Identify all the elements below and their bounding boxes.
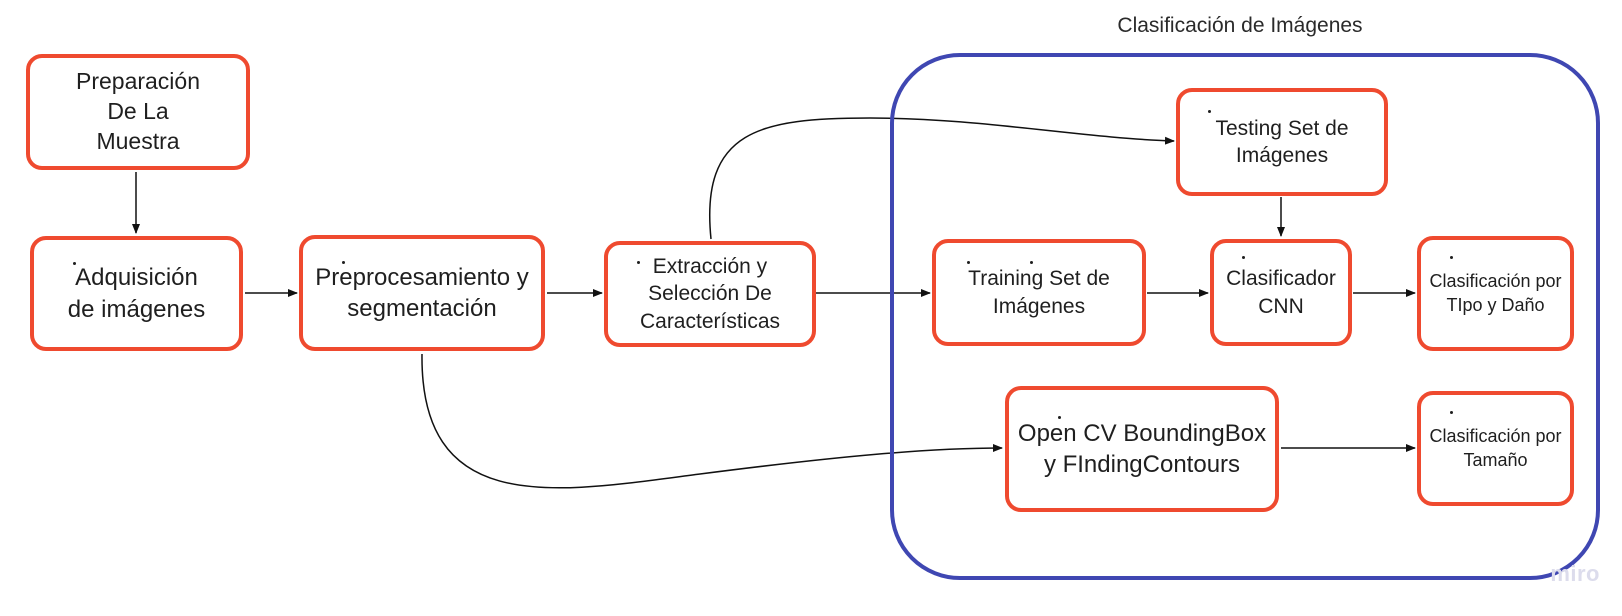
stray-dot bbox=[637, 261, 640, 264]
stray-dot bbox=[1242, 256, 1245, 259]
stray-dot bbox=[1058, 416, 1061, 419]
group-title: Clasificación de Imágenes bbox=[1117, 14, 1363, 37]
node-opencv-boundingbox[interactable]: Open CV BoundingBox y FIndingContours bbox=[1005, 386, 1279, 512]
stray-dot bbox=[1450, 411, 1453, 414]
image-classification-group bbox=[890, 53, 1600, 580]
stray-dot bbox=[1208, 110, 1211, 113]
edge-preprocesamiento-opencv bbox=[421, 353, 1003, 489]
stray-dot bbox=[73, 262, 76, 265]
miro-watermark: miro bbox=[1550, 561, 1600, 586]
edge-extraccion-testing bbox=[709, 117, 1175, 240]
node-extraccion-caracteristicas[interactable]: Extracción y Selección De Característica… bbox=[604, 241, 816, 347]
node-preprocesamiento-segmentacion[interactable]: Preprocesamiento y segmentación bbox=[299, 235, 545, 351]
node-training-set[interactable]: Training Set de Imágenes bbox=[932, 239, 1146, 346]
stray-dot bbox=[967, 261, 970, 264]
stray-dot bbox=[1450, 256, 1453, 259]
node-clasificador-cnn[interactable]: Clasificador CNN bbox=[1210, 239, 1352, 346]
node-clasificacion-tipo-dano[interactable]: Clasificación por TIpo y Daño bbox=[1417, 236, 1574, 351]
node-testing-set[interactable]: Testing Set de Imágenes bbox=[1176, 88, 1388, 196]
node-preparacion-muestra[interactable]: Preparación De La Muestra bbox=[26, 54, 250, 170]
node-clasificacion-tamano[interactable]: Clasificación por Tamaño bbox=[1417, 391, 1574, 506]
stray-dot bbox=[1030, 261, 1033, 264]
stray-dot bbox=[342, 261, 345, 264]
node-adquisicion-imagenes[interactable]: Adquisición de imágenes bbox=[30, 236, 243, 351]
